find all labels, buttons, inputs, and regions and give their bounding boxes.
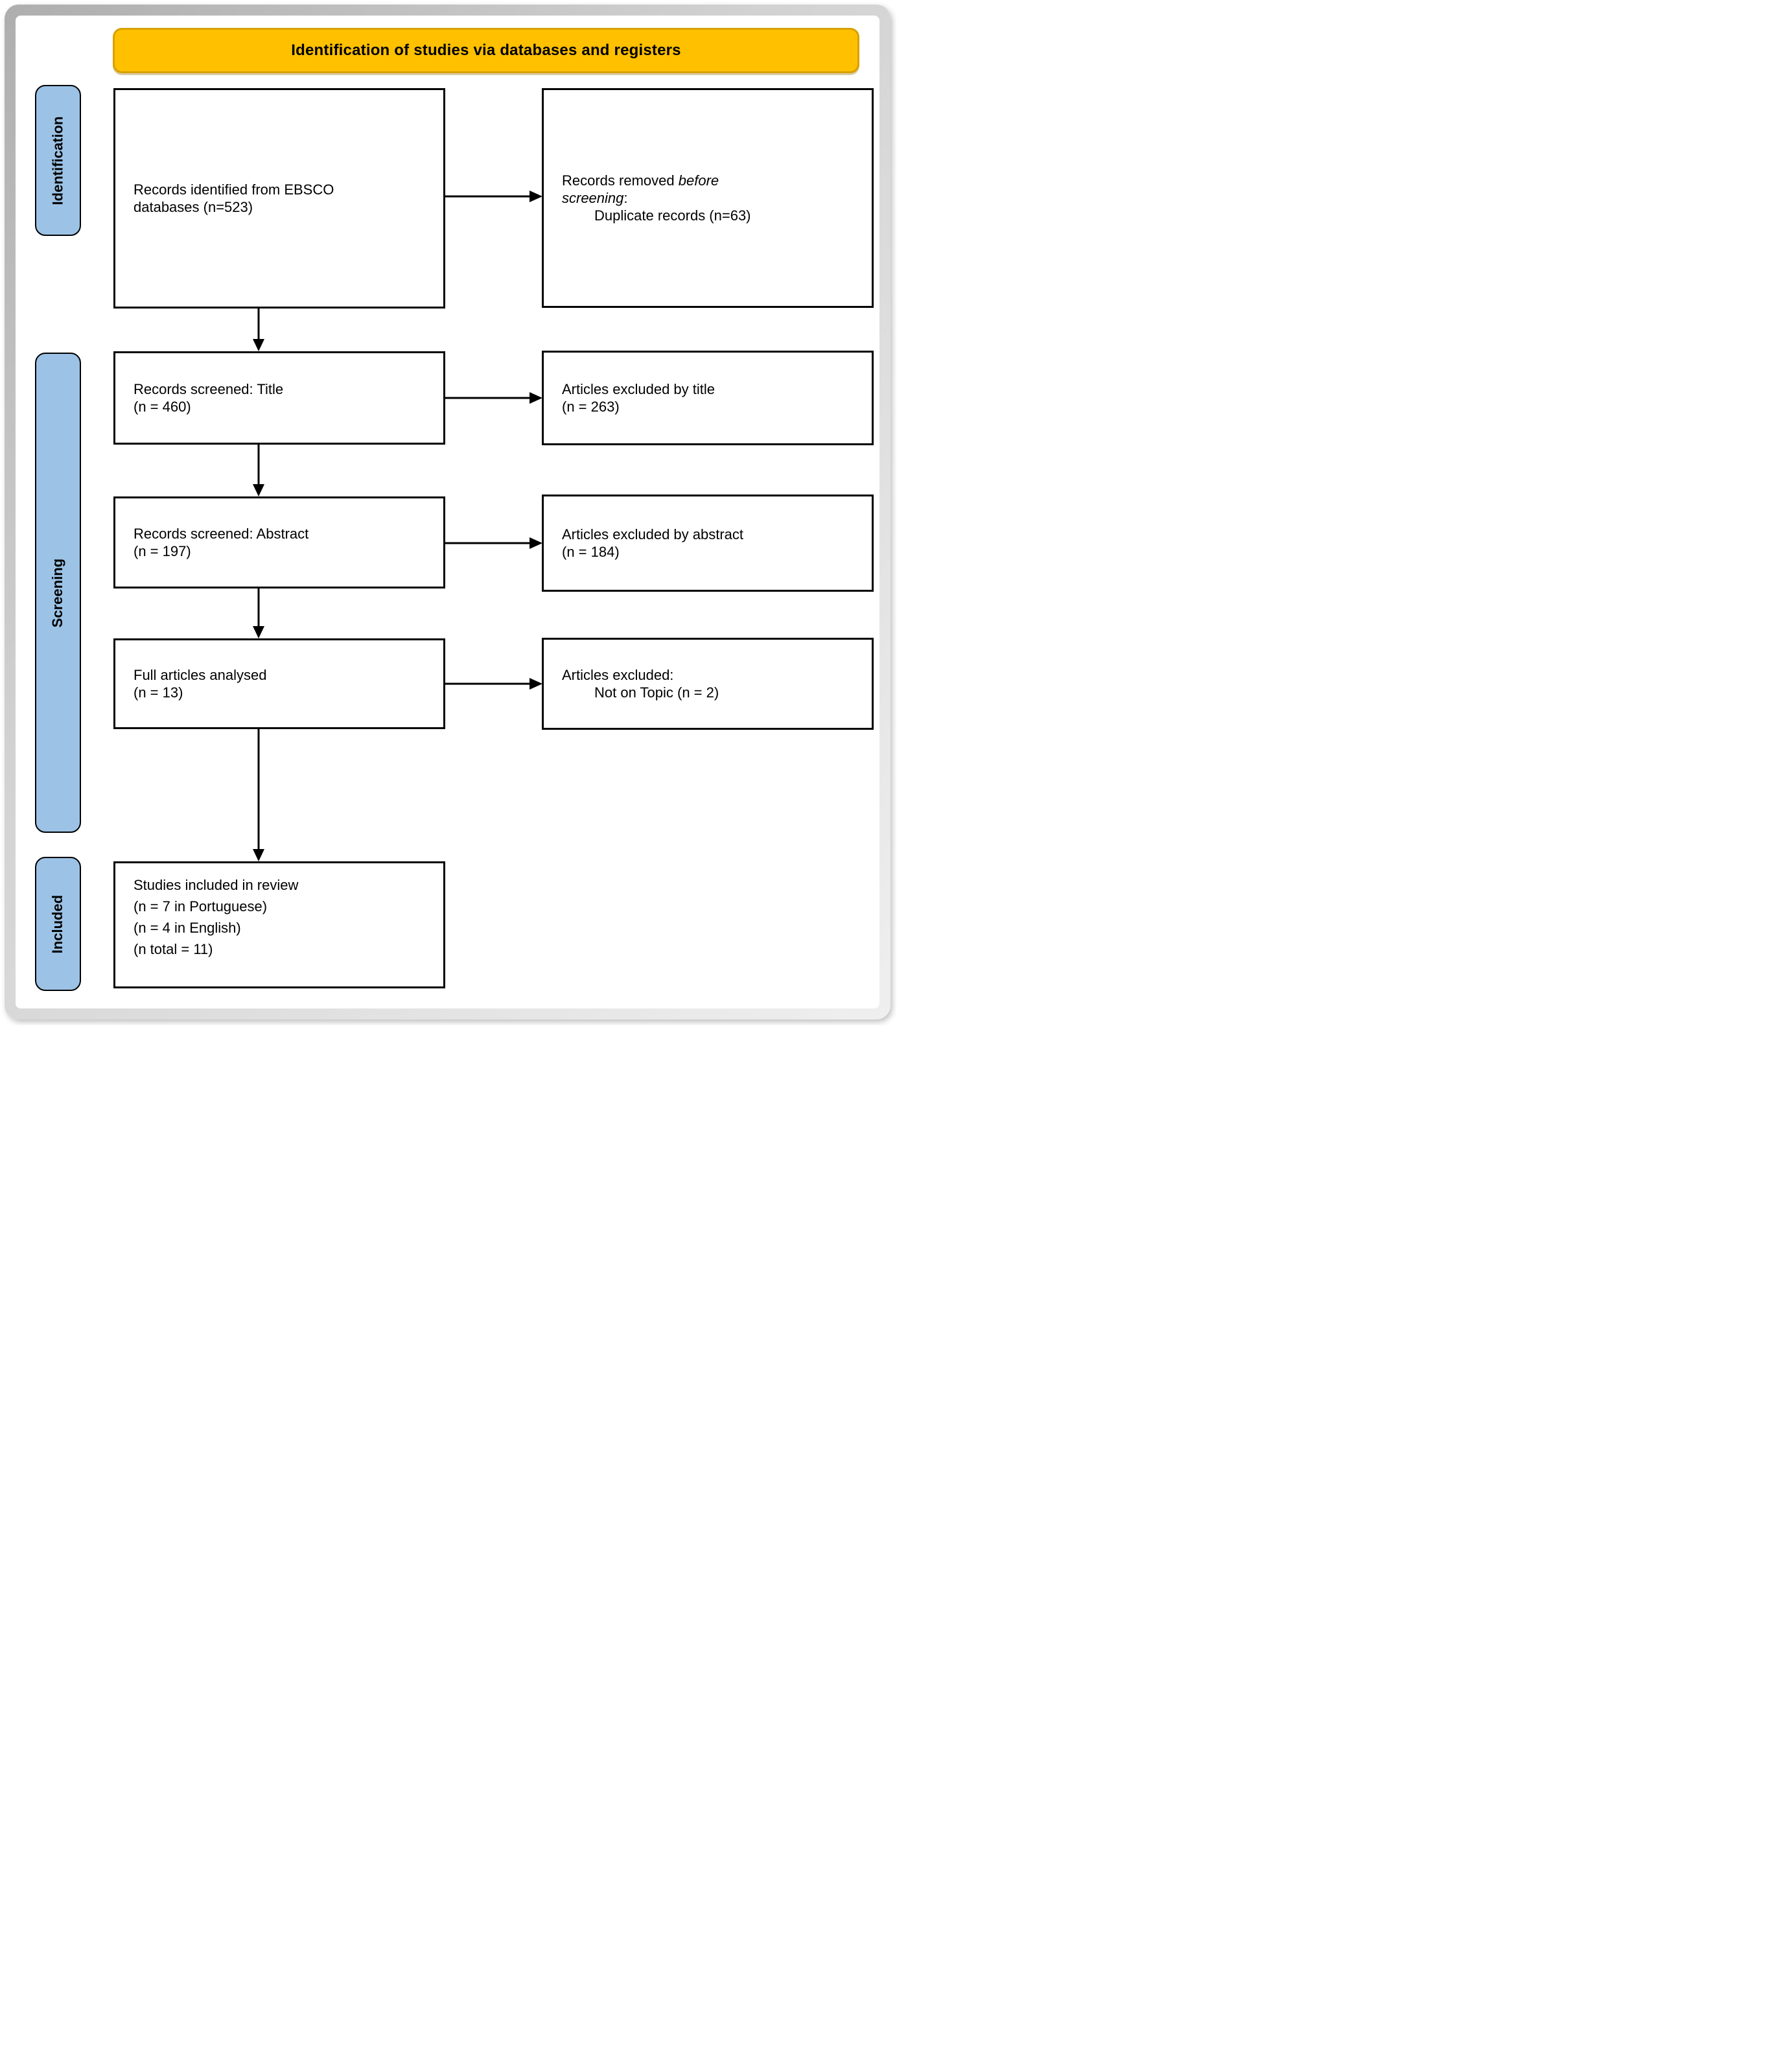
box-text-line: (n = 13) [134,684,183,701]
flow-box-studies-included: Studies included in review (n = 7 in Por… [113,861,445,988]
header-banner-label: Identification of studies via databases … [291,41,681,59]
box-text-line: databases (n=523) [134,199,253,215]
box-text-line: Articles excluded by abstract [562,526,744,542]
box-text-line: screening: [562,190,628,206]
box-text-line: Not on Topic (n = 2) [594,684,719,701]
box-text-line: (n total = 11) [134,941,213,957]
stage-label-screening: Screening [49,558,66,627]
flow-box-records-removed: Records removed before screening: Duplic… [542,88,874,308]
box-text-line: (n = 197) [134,543,191,559]
flow-box-records-identified: Records identified from EBSCO databases … [113,88,445,309]
box-text-line: (n = 263) [562,399,620,415]
box-text-line: (n = 4 in English) [134,920,241,936]
box-text-line: Articles excluded: [562,667,674,683]
box-text-line: (n = 184) [562,544,620,560]
stage-bar-included: Included [35,857,81,991]
flow-box-screened-title: Records screened: Title (n = 460) [113,351,445,445]
flow-box-excluded-by-abstract: Articles excluded by abstract (n = 184) [542,495,874,592]
flow-box-excluded-by-title: Articles excluded by title (n = 263) [542,351,874,445]
box-text-line: Records removed before [562,172,719,189]
header-banner: Identification of studies via databases … [113,28,859,73]
box-text-line: Records screened: Title [134,381,284,397]
box-text-line: Articles excluded by title [562,381,715,397]
stage-bar-identification: Identification [35,85,81,236]
box-text-line: Full articles analysed [134,667,267,683]
box-text-line: Records identified from EBSCO [134,181,334,198]
flow-box-screened-abstract: Records screened: Abstract (n = 197) [113,496,445,588]
box-text-line: Records screened: Abstract [134,526,309,542]
stage-label-identification: Identification [49,116,66,205]
box-text-line: (n = 460) [134,399,191,415]
flow-box-full-articles-analysed: Full articles analysed (n = 13) [113,638,445,729]
box-text-line: Studies included in review [134,877,299,893]
box-text-line: Duplicate records (n=63) [594,207,751,224]
stage-bar-screening: Screening [35,353,81,833]
prisma-flow-diagram: Identification of studies via databases … [0,0,896,1025]
flow-box-articles-excluded: Articles excluded: Not on Topic (n = 2) [542,638,874,730]
box-text-line: (n = 7 in Portuguese) [134,898,268,914]
stage-label-included: Included [49,894,66,953]
